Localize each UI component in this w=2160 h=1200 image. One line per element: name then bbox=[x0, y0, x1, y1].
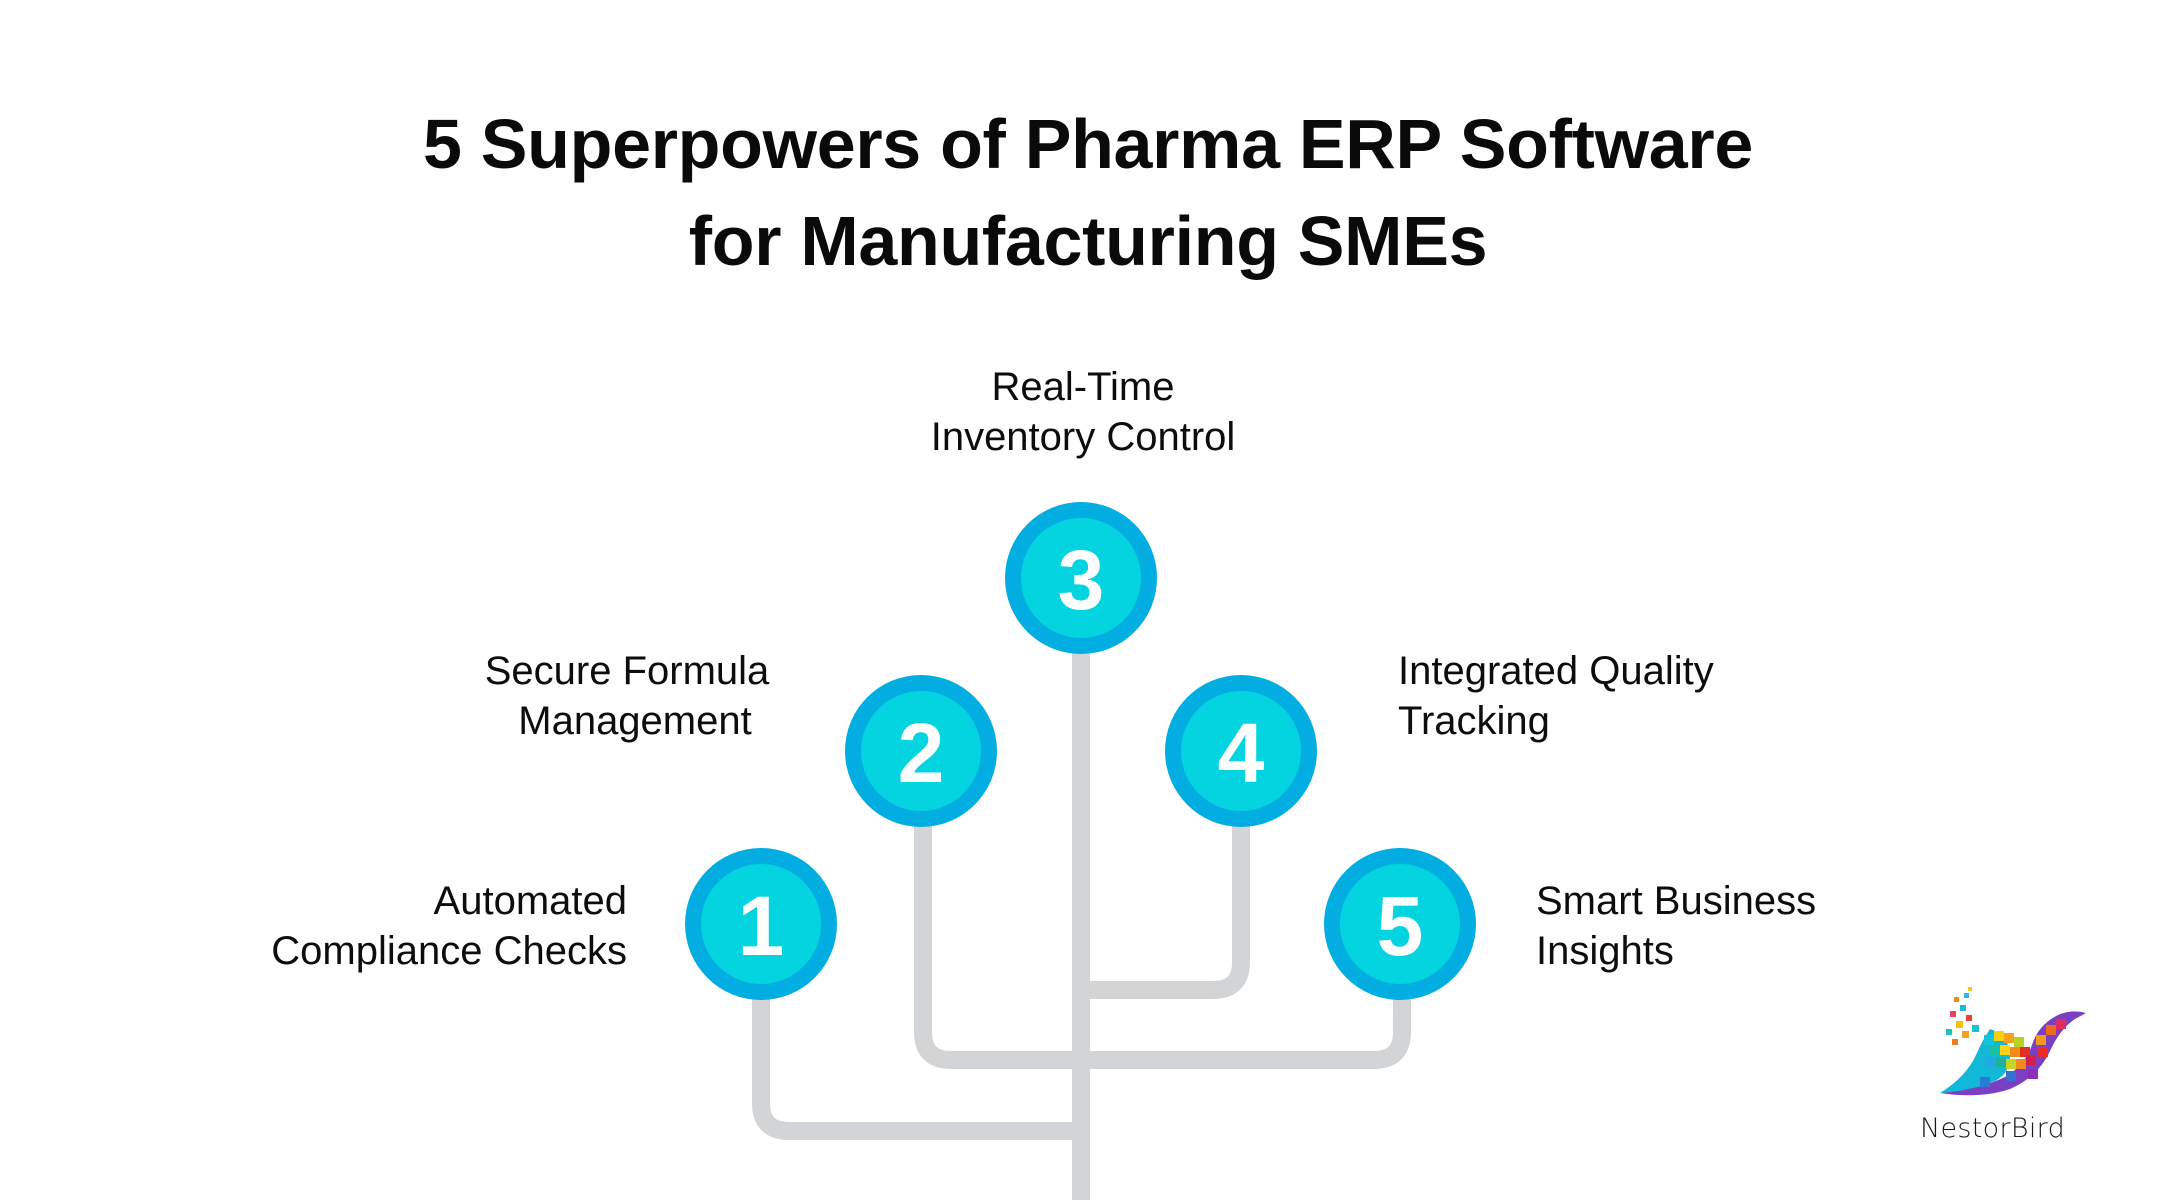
node-4-label-line-2: Tracking bbox=[1398, 699, 1550, 743]
node-2-label-line-1: Secure Formula bbox=[484, 649, 770, 693]
node-5-label-line-2: Insights bbox=[1536, 929, 1674, 973]
node-3-inner: 3 bbox=[1021, 518, 1141, 638]
node-3-label-line-2: Inventory Control bbox=[930, 415, 1236, 459]
node-4-number: 4 bbox=[1217, 706, 1265, 800]
node-1: 1 bbox=[685, 848, 837, 1000]
title-line-1: 5 Superpowers of Pharma ERP Software bbox=[423, 105, 1753, 183]
node-3-number: 3 bbox=[1057, 533, 1105, 627]
node-5-number: 5 bbox=[1376, 879, 1424, 973]
node-3-label: Real-Time Inventory Control bbox=[883, 362, 1283, 462]
node-2-number: 2 bbox=[897, 706, 945, 800]
hummingbird-pixel-logo-icon bbox=[1940, 987, 2086, 1096]
page-title: 5 Superpowers of Pharma ERP Software for… bbox=[0, 96, 2160, 290]
node-5: 5 bbox=[1324, 848, 1476, 1000]
title-line-2: for Manufacturing SMEs bbox=[688, 202, 1488, 280]
logo-brand-name: NestorBird bbox=[1920, 1113, 2066, 1144]
node-2-label-line-2: Management bbox=[518, 699, 752, 743]
node-5-label: Smart Business Insights bbox=[1536, 876, 1816, 976]
connector-node-1 bbox=[752, 995, 1081, 1140]
connector-node-5 bbox=[1081, 995, 1411, 1069]
node-2-inner: 2 bbox=[861, 691, 981, 811]
node-1-inner: 1 bbox=[701, 864, 821, 984]
node-4: 4 bbox=[1165, 675, 1317, 827]
nestorbird-logo: NestorBird bbox=[1910, 985, 2100, 1160]
node-1-label-line-2: Compliance Checks bbox=[271, 929, 627, 973]
node-2-label: Secure Formula Management bbox=[468, 646, 786, 746]
node-4-label: Integrated Quality Tracking bbox=[1398, 646, 1714, 746]
node-4-label-line-1: Integrated Quality bbox=[1398, 649, 1714, 693]
connector-node-2 bbox=[914, 822, 1081, 1069]
node-4-inner: 4 bbox=[1181, 691, 1301, 811]
node-1-number: 1 bbox=[737, 879, 785, 973]
node-1-label-line-1: Automated bbox=[433, 879, 627, 923]
node-3-label-line-1: Real-Time bbox=[991, 365, 1175, 409]
node-5-label-line-1: Smart Business bbox=[1536, 879, 1817, 923]
node-2: 2 bbox=[845, 675, 997, 827]
node-3: 3 bbox=[1005, 502, 1157, 654]
node-5-inner: 5 bbox=[1340, 864, 1460, 984]
connector-node-4 bbox=[1081, 822, 1250, 999]
node-1-label: Automated Compliance Checks bbox=[271, 876, 627, 976]
